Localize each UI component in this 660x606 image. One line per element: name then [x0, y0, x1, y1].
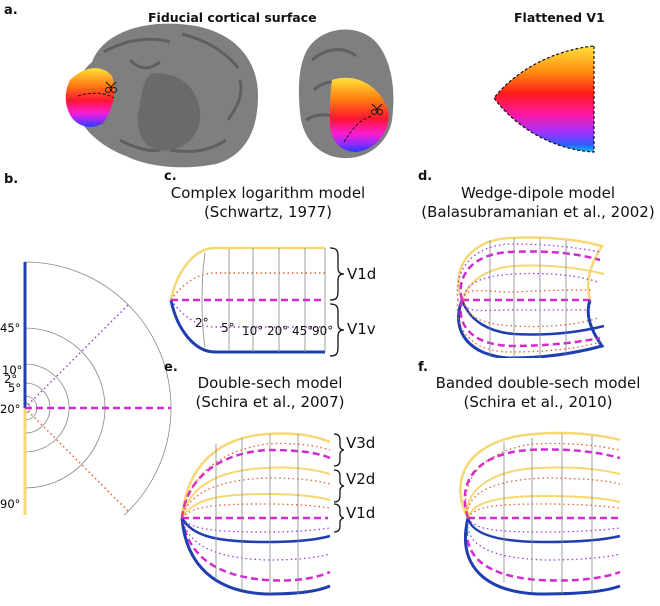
- v2d-bracket: [333, 469, 345, 503]
- iso-ecc-2: [201, 252, 206, 348]
- v2-upper-boundary: [457, 236, 604, 301]
- oblique-e1: [181, 442, 331, 519]
- oblique-4: [463, 299, 599, 328]
- flattened-heading: Flattened V1: [514, 10, 605, 25]
- v1-lower-boundary: [460, 299, 605, 336]
- banded-double-sech-model: [459, 431, 621, 596]
- ecc-tick-45: 45°: [292, 324, 314, 338]
- panel-e-model-name: Double-sech model: [197, 374, 343, 392]
- ecc-tick-2: 2°: [195, 316, 209, 330]
- oblique-f4: [467, 517, 621, 533]
- fiducial-heading: Fiducial cortical surface: [148, 10, 317, 25]
- v2-upper-boundary: [466, 466, 621, 519]
- v1v-lower-boundary: [169, 299, 325, 354]
- v1-upper-boundary: [467, 494, 621, 519]
- v1d-bracket: [333, 503, 345, 533]
- complex-log-model: [169, 246, 326, 354]
- v1-lower-boundary: [180, 517, 331, 544]
- visual-field-diagram: 45° 10° 2° 5° 20° 90°: [0, 261, 172, 515]
- panel-c-title: Complex logarithm model (Schwartz, 1977): [168, 184, 368, 222]
- v1v-bracket: [329, 303, 345, 357]
- v2-lower-boundary: [457, 299, 605, 358]
- oblique-e4: [181, 517, 331, 533]
- v2d-label: V2d: [346, 470, 376, 488]
- panel-e-letter: e.: [164, 360, 178, 375]
- lower-horizontal-meridian: [459, 299, 601, 348]
- oblique-3: [463, 299, 592, 312]
- posterior-brain: [298, 29, 394, 159]
- oblique-e2: [181, 477, 331, 519]
- wedge-dipole-model: [456, 236, 605, 358]
- ecc-label-10: 10°: [2, 363, 22, 377]
- v1d-upper-boundary: [169, 246, 325, 301]
- panel-f-title: Banded double-sech model (Schira et al.,…: [426, 374, 650, 412]
- v3-horizontal-meridian: [180, 448, 331, 519]
- oblique-2: [463, 289, 593, 301]
- double-sech-model: [180, 432, 331, 596]
- panel-d-title: Wedge-dipole model (Balasubramanian et a…: [420, 184, 656, 222]
- oblique-f2: [467, 477, 621, 519]
- panel-f-model-name: Banded double-sech model: [435, 374, 641, 392]
- lower-oblique-iso-angle: [170, 299, 325, 328]
- v2-lower-boundary: [464, 517, 621, 596]
- panel-e-citation: (Schira et al., 2007): [195, 393, 345, 411]
- ecc-label-45: 45°: [0, 321, 20, 335]
- v1d-label: V1d: [347, 265, 377, 283]
- v2-upper-boundary: [181, 466, 331, 519]
- v1v-label: V1v: [347, 320, 376, 338]
- panel-b-letter: b.: [4, 172, 19, 187]
- oblique-1: [463, 272, 599, 301]
- v3-upper-boundary: [180, 432, 331, 519]
- panel-d-citation: (Balasubramanian et al., 2002): [421, 203, 655, 221]
- panel-c-citation: (Schwartz, 1977): [203, 203, 333, 221]
- v3-upper-boundary: [459, 431, 621, 519]
- oblique-f3: [467, 503, 621, 519]
- oblique-e3: [181, 503, 331, 519]
- v3d-label: V3d: [346, 434, 376, 452]
- v1d-label-e: V1d: [346, 504, 376, 522]
- panel-d-letter: d.: [418, 169, 433, 184]
- panel-c-letter: c.: [164, 169, 177, 184]
- panel-e-title: Double-sech model (Schira et al., 2007): [170, 374, 370, 412]
- oblique-5: [456, 243, 601, 301]
- ecc-label-20: 20°: [0, 402, 20, 416]
- panel-a-illustrations: [65, 23, 595, 168]
- panel-c-brackets: [329, 247, 345, 357]
- scissors-icon: [371, 103, 383, 115]
- panel-e-brackets: [333, 433, 345, 533]
- v3-horizontal-meridian: [463, 448, 621, 519]
- panel-d-model-name: Wedge-dipole model: [460, 184, 616, 202]
- v3d-bracket: [333, 433, 345, 467]
- v2v-horizontal-meridian: [180, 517, 331, 582]
- panel-f-letter: f.: [418, 360, 428, 375]
- panel-f-citation: (Schira et al., 2010): [463, 393, 613, 411]
- ecc-tick-5: 5°: [221, 321, 235, 335]
- ecc-label-90: 90°: [0, 497, 20, 511]
- v1-lower-boundary: [466, 517, 621, 544]
- ecc-label-2: 2°: [4, 372, 17, 386]
- panel-a-letter: a.: [4, 3, 18, 18]
- upper-horizontal-meridian: [459, 250, 601, 301]
- v2v-horizontal-meridian: [465, 517, 621, 582]
- ecc-label-5: 5°: [8, 381, 21, 395]
- v1d-bracket: [329, 247, 345, 301]
- v1-upper-boundary: [461, 264, 605, 301]
- flattened-v1-map: [493, 45, 595, 153]
- upper-oblique-iso-angle: [170, 272, 325, 301]
- oblique-6: [456, 299, 601, 353]
- scissors-icon: [105, 81, 117, 93]
- ecc-tick-10: 10°: [242, 324, 264, 338]
- ecc-tick-20: 20°: [267, 324, 289, 338]
- panel-c-model-name: Complex logarithm model: [170, 184, 366, 202]
- ecc-tick-90: 90°: [312, 324, 334, 338]
- oblique-e5: [181, 517, 331, 561]
- v2-lower-boundary: [180, 517, 331, 596]
- medial-brain: [65, 23, 259, 168]
- ecc-ring-90: [24, 261, 172, 515]
- v1-upper-boundary: [181, 492, 331, 519]
- upper-oblique-meridian: [24, 304, 129, 409]
- lower-oblique-meridian: [24, 407, 129, 512]
